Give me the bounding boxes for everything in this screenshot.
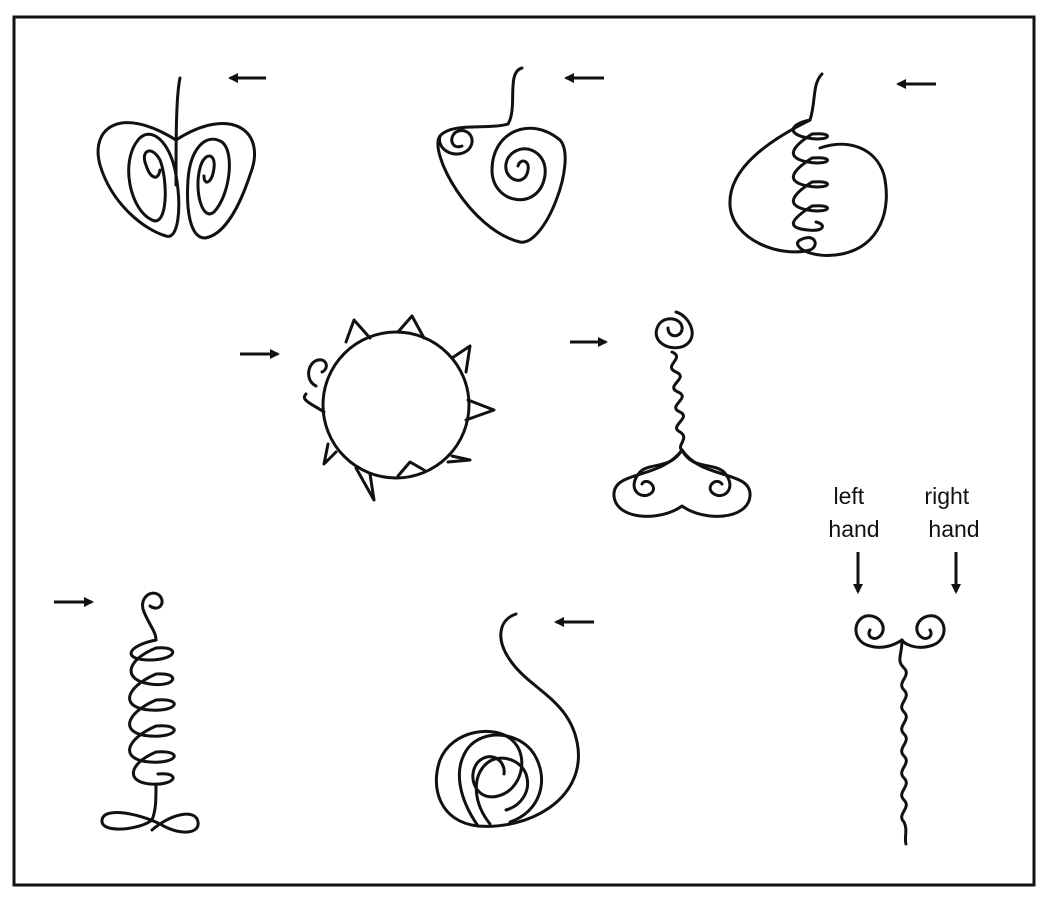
left-hand-label-line-2: hand <box>828 516 879 542</box>
spiked-circle-symbol <box>240 316 494 500</box>
triangle-spiral-symbol <box>438 68 604 242</box>
double-spiral-symbol <box>98 78 266 238</box>
nested-spiral-symbol <box>436 614 594 826</box>
left-hand-label-line-1: left <box>833 483 864 509</box>
right-hand-label-line-2: hand <box>928 516 979 542</box>
left-hand-label: left hand <box>828 483 879 542</box>
right-hand-label: right hand <box>924 483 979 542</box>
loop-heart-symbol <box>730 74 936 255</box>
curl-wave-anchor-symbol <box>570 312 750 516</box>
two-hand-curl-wave-symbol <box>856 552 956 844</box>
right-hand-label-line-1: right <box>924 483 969 509</box>
vertical-loop-chain-symbol <box>54 593 198 832</box>
